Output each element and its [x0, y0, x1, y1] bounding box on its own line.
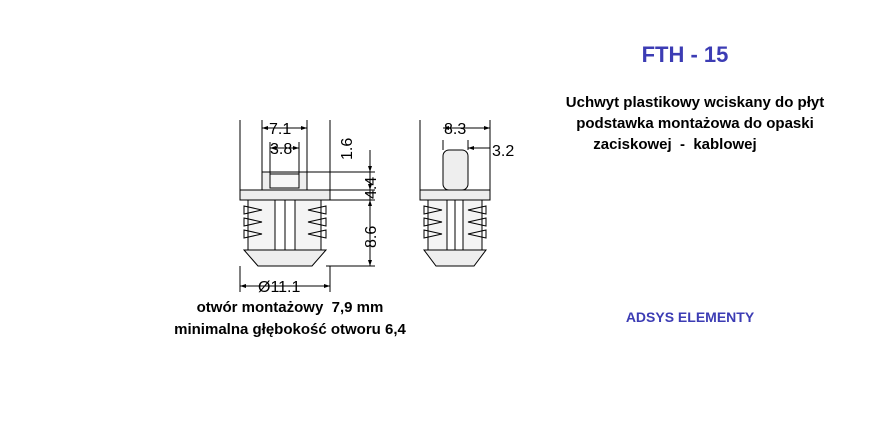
description-line-1: Uchwyt plastikowy wciskany do płyt [565, 94, 825, 111]
note-mounting-hole: otwór montażowy 7,9 mm [196, 299, 384, 316]
product-title: FTH - 15 [641, 42, 729, 67]
dim-front-height-top: 1.6 [339, 138, 356, 160]
side-view-part [419, 149, 491, 267]
front-view-part [239, 171, 331, 267]
dim-side-width-inner: 3.2 [492, 143, 514, 160]
dim-front-width-inner: 3.8 [270, 141, 292, 158]
dim-front-height-head: 4.4 [363, 177, 380, 199]
note-min-depth: minimalna głębokość otworu 6,4 [174, 321, 406, 338]
brand-name: ADSYS ELEMENTY [625, 309, 755, 325]
product-description: Uchwyt plastikowy wciskany do płyt podst… [530, 92, 860, 155]
mounting-notes: otwór montażowy 7,9 mm minimalna głęboko… [140, 297, 440, 341]
dim-front-width-top: 7.1 [269, 121, 291, 138]
dim-side-width-top: 8.3 [444, 121, 466, 138]
dim-front-diameter: Ø11.1 [258, 279, 301, 296]
description-line-3: zaciskowej - kablowej [593, 136, 757, 153]
description-line-2: podstawka montażowa do opaski [576, 115, 814, 132]
dim-front-height-body: 8.6 [363, 226, 380, 248]
